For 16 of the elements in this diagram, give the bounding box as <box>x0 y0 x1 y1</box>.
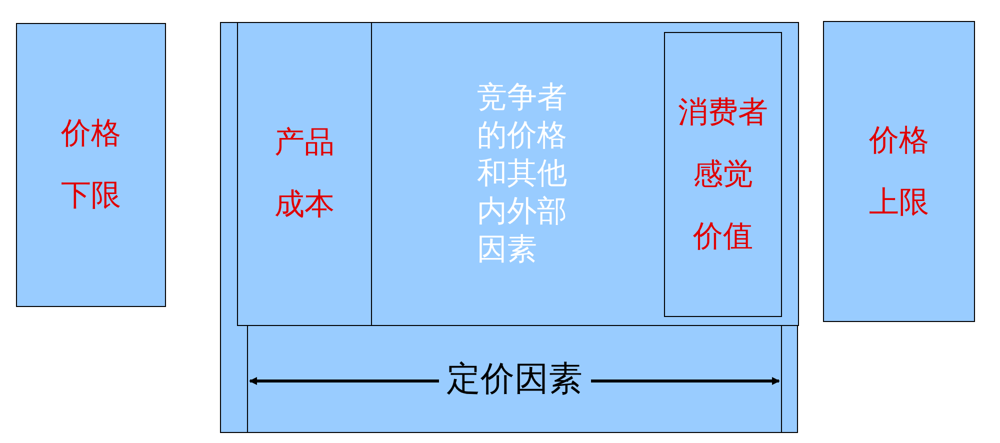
node-text: 消费者 <box>678 98 768 128</box>
node-text: 产品 <box>274 128 334 158</box>
node-text: 竞争者的价格和其他内外部因素 <box>477 79 567 269</box>
text-box <box>16 23 166 307</box>
node-text: 价格 <box>869 126 929 156</box>
node-text: 成本 <box>274 190 334 220</box>
text-box <box>823 21 975 322</box>
node-text: 定价因素 <box>438 362 590 396</box>
node-text: 价值 <box>693 222 753 252</box>
node-text: 下限 <box>61 181 121 211</box>
outer-box <box>220 22 798 433</box>
text-box <box>247 325 782 433</box>
node-text: 价格 <box>61 119 121 149</box>
node-text: 感觉 <box>693 160 753 190</box>
node-text: 上限 <box>869 188 929 218</box>
text-box <box>664 32 782 317</box>
